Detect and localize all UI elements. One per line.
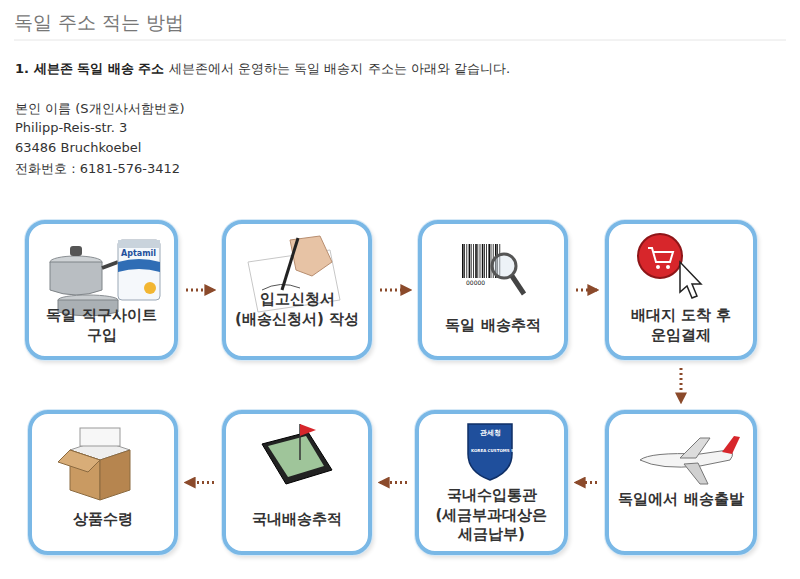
address-line: 전화번호 : 6181-576-3412: [15, 160, 180, 178]
step-label: 독일 직구사이트 구입: [33, 306, 170, 345]
barcode-bar: [462, 244, 464, 278]
step-label: 상품수령: [36, 510, 170, 530]
phone-icon: [262, 424, 332, 484]
barcode-bar: [486, 244, 488, 278]
page-title: 독일 주소 적는 방법: [14, 10, 184, 36]
barcode-bar: [470, 244, 472, 278]
dotted-arrow: [186, 289, 214, 292]
step-label: 국내배송추적: [230, 510, 364, 530]
barcode-bar: [479, 244, 481, 278]
agency-name: KOREA CUSTOMS SERVICE: [471, 448, 530, 453]
product-brand: Aptamil: [121, 249, 156, 258]
barcode-bar: [464, 244, 466, 278]
process-box: 배대지 도착 후 운임결제: [605, 220, 757, 360]
section-text: 세븐존에서 운영하는 독일 배송지 주소는 아래와 같습니다.: [169, 60, 510, 78]
formula-can-icon: [118, 240, 160, 300]
title-rule: [14, 40, 786, 41]
parcel-icon: [58, 428, 130, 500]
barcode-digits: 00000: [466, 279, 485, 286]
step-label: 독일 배송추적: [426, 316, 560, 336]
process-box: 국내배송추적: [222, 410, 372, 555]
barcode-bar: [475, 244, 477, 278]
barcode-bar: [477, 244, 479, 278]
address-line: 63486 Bruchkoebel: [15, 140, 141, 155]
agency-name: 관세청: [480, 428, 501, 438]
magnifier-icon: [492, 254, 524, 294]
barcode-bar: [469, 244, 471, 278]
barcode-bar: [482, 244, 484, 278]
process-box: 상품수령: [28, 410, 178, 555]
dotted-arrow: [576, 289, 597, 292]
dotted-arrow: [680, 368, 683, 402]
pay-button-icon: [638, 234, 701, 298]
process-box: 독일 배송추적: [418, 220, 568, 360]
dotted-arrow: [576, 481, 597, 484]
barcode-bar: [488, 244, 490, 278]
barcode-bar: [484, 244, 486, 278]
barcode-bar: [466, 244, 468, 278]
dotted-arrow: [186, 481, 214, 484]
pots-icon: [50, 246, 118, 316]
section-heading: 1. 세븐존 독일 배송 주소: [15, 60, 164, 78]
dotted-arrow: [380, 481, 407, 484]
address-line: Philipp-Reis-str. 3: [15, 120, 127, 135]
airplane-icon: [640, 436, 740, 484]
step-label: 입고신청서 (배송신청서) 작성: [230, 290, 364, 329]
process-box: 독일에서 배송출발: [605, 410, 757, 555]
step-label: 독일에서 배송출발: [613, 490, 749, 510]
step-label: 국내수입통관 (세금부과대상은 세금납부): [423, 486, 560, 545]
barcode-bar: [473, 244, 475, 278]
process-box: 입고신청서 (배송신청서) 작성: [222, 220, 372, 360]
address-line: 본인 이름 (S개인사서함번호): [15, 100, 185, 118]
step-label: 배대지 도착 후 운임결제: [613, 306, 749, 345]
process-box: 국내수입통관 (세금부과대상은 세금납부): [415, 410, 568, 555]
process-box: 독일 직구사이트 구입: [25, 220, 178, 360]
dotted-arrow: [380, 289, 410, 292]
